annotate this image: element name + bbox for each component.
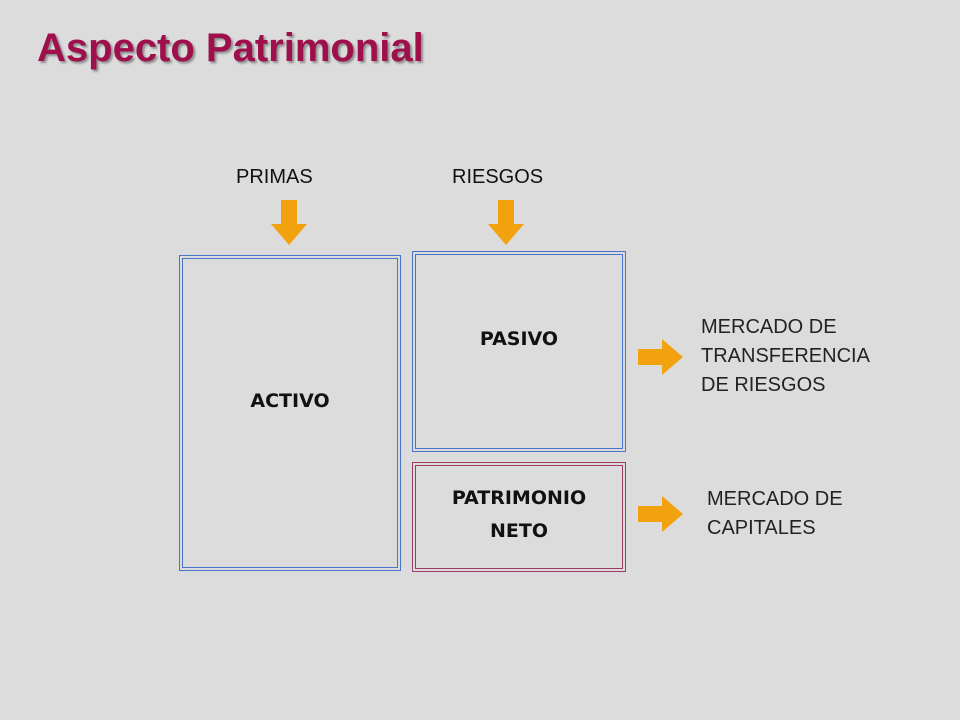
transferencia-line-3: DE RIESGOS <box>701 374 826 396</box>
capitales-line-1: MERCADO DE <box>707 488 843 510</box>
activo-box: ACTIVO <box>179 255 401 571</box>
capitales-right-arrow-icon <box>638 496 683 532</box>
pasivo-box: PASIVO <box>412 251 626 452</box>
patrimonio-label: PATRIMONIO <box>451 487 587 509</box>
mercado-transferencia-text: MERCADO DE TRANSFERENCIA DE RIESGOS <box>701 313 870 400</box>
patrimonio-neto-box: PATRIMONIO NETO <box>412 462 626 572</box>
transferencia-line-2: TRANSFERENCIA <box>701 345 870 367</box>
riesgos-down-arrow-icon <box>488 200 524 245</box>
primas-down-arrow-icon <box>271 200 307 245</box>
slide-title: Aspecto Patrimonial <box>37 26 424 70</box>
neto-label: NETO <box>490 520 548 542</box>
transferencia-right-arrow-icon <box>638 339 683 375</box>
mercado-capitales-text: MERCADO DE CAPITALES <box>707 485 843 543</box>
transferencia-line-1: MERCADO DE <box>701 316 837 338</box>
pasivo-label: PASIVO <box>479 328 559 350</box>
activo-label: ACTIVO <box>250 389 330 412</box>
primas-label: PRIMAS <box>236 166 313 188</box>
capitales-line-2: CAPITALES <box>707 517 816 539</box>
riesgos-label: RIESGOS <box>452 166 544 188</box>
